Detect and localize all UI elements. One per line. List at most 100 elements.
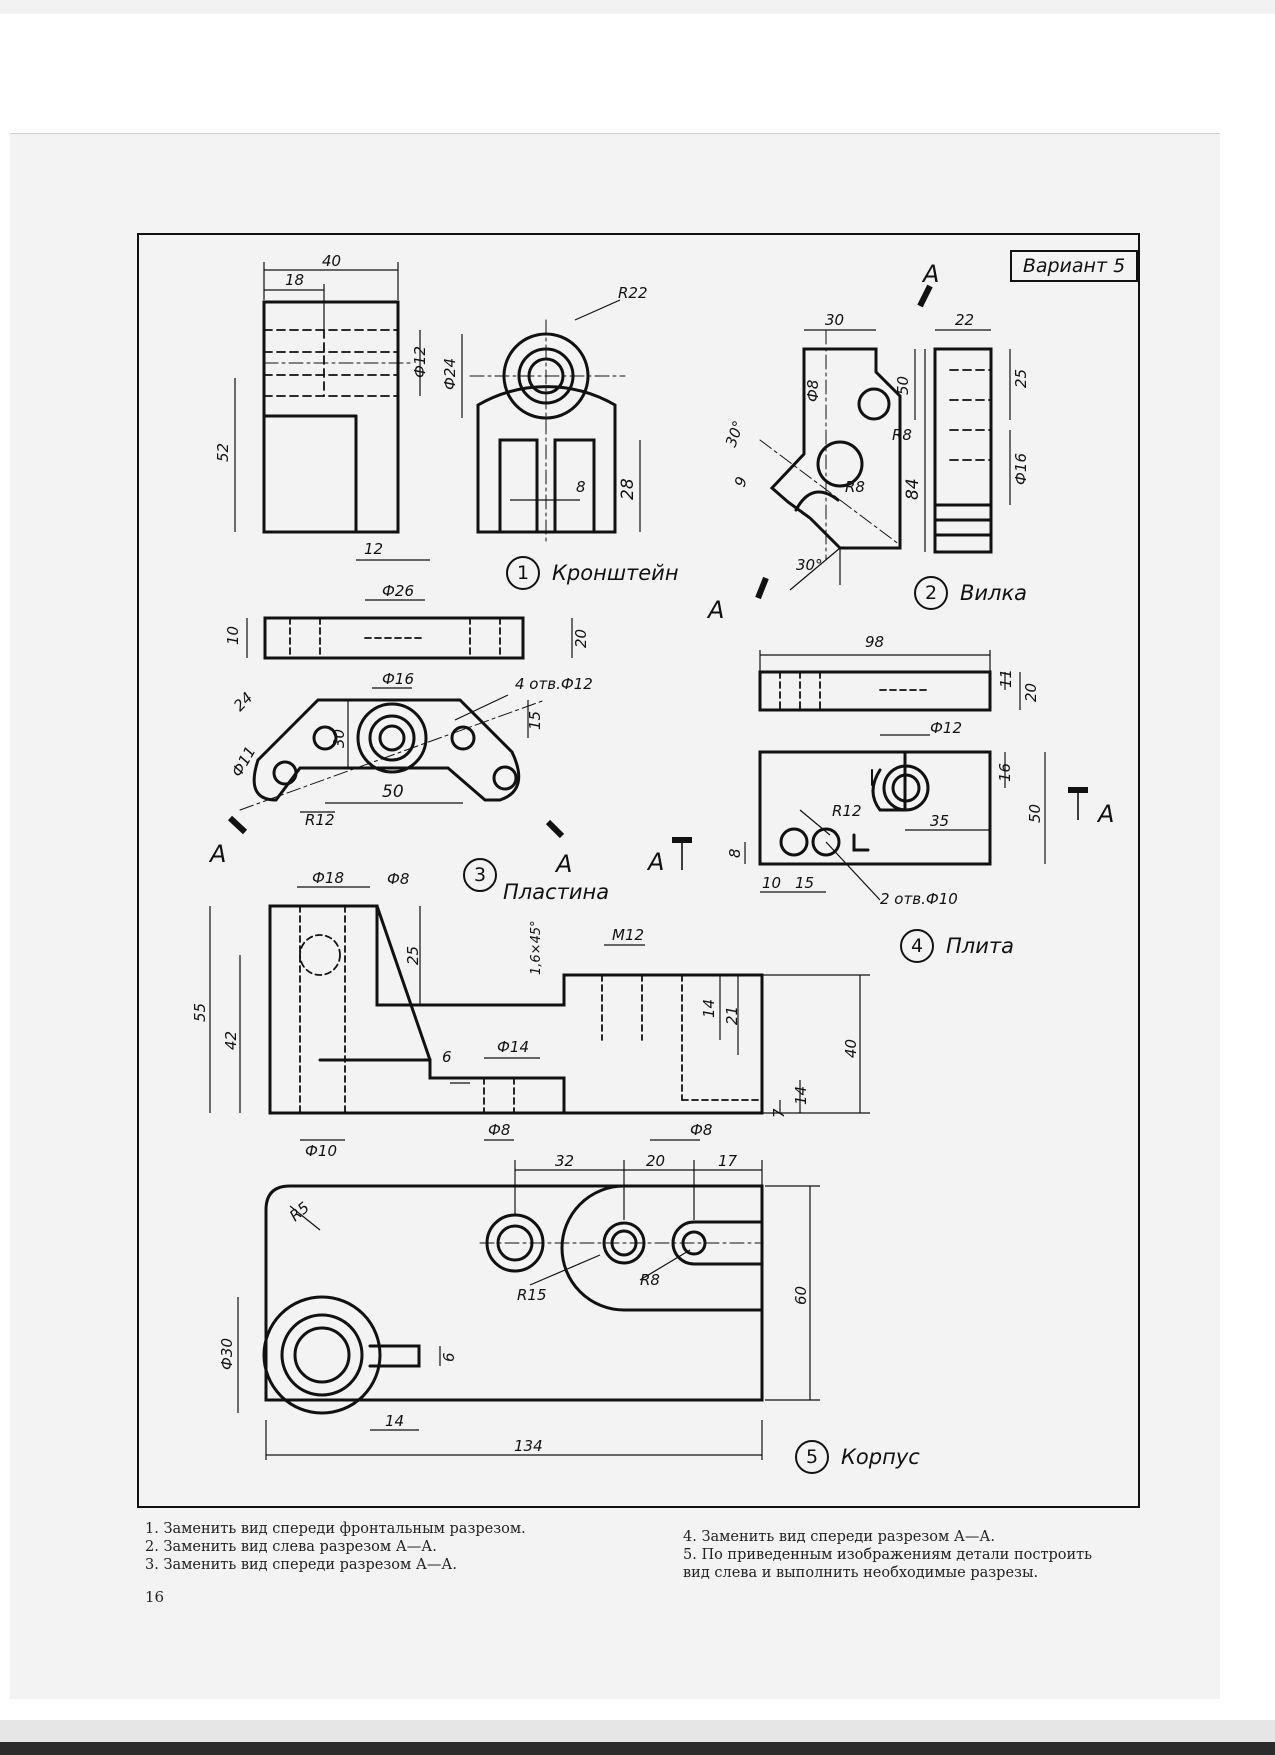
p2-dim-84: 84 [903,478,923,500]
page-number: 16 [145,1588,165,1606]
part3-top-view [263,616,525,660]
part4-top-view [758,670,992,712]
p5-dim-20: 20 [646,1152,665,1170]
p3-dim-d16: Ф16 [382,670,414,688]
p1-dim-8: 8 [576,478,586,496]
p1-dim-28: 28 [618,478,638,500]
p5-dim-14a: 14 [700,999,718,1018]
instruction-1: 1. Заменить вид спереди фронтальным разр… [145,1521,526,1537]
paper-sheet [10,133,1220,1699]
p4-dim-35: 35 [930,812,949,830]
part-label-5: 5 Корпус [795,1440,920,1474]
part-number-3: 3 [463,858,497,892]
instructions-left: 1. Заменить вид спереди фронтальным разр… [145,1520,526,1574]
p5-dim-21: 21 [723,1006,741,1025]
p5-dim-134: 134 [514,1437,543,1455]
p5-dim-chamfer: 1,6×45° [529,920,544,975]
p2-dim-r8b: R8 [845,478,865,496]
part-number-5: 5 [795,1440,829,1474]
p3-dim-24: 24 [230,689,256,715]
part-name-5: Корпус [841,1445,920,1469]
p4-section-letter-right: A [1096,800,1114,828]
part-name-3: Пластина [503,880,610,904]
p5-dim-40: 40 [842,1039,860,1058]
variant-label: Вариант 5 [1010,250,1138,282]
instruction-4: 4. Заменить вид спереди разрезом А—А. [683,1529,995,1545]
p2-dim-30deg: 30° [722,418,748,449]
part5-front-view [268,904,764,1115]
part-name-3-wrap: Пластина [503,880,609,904]
p2-dim-d8: Ф8 [804,380,822,402]
part1-front-view [262,300,411,534]
scan-bottom-dark-edge [0,1742,1275,1755]
p5-dim-d30: Ф30 [218,1338,236,1370]
instruction-5: 5. По приведенным изображениям детали по… [683,1547,1093,1563]
p5-dim-7: 7 [770,1108,788,1118]
part-number-1: 1 [506,556,540,590]
p1-dim-40: 40 [322,252,341,270]
p2-dim-50: 50 [894,376,912,395]
p1-dim-52: 52 [214,443,232,462]
p5-dim-42: 42 [222,1031,240,1050]
part4-front-view [758,750,992,866]
part-label-2: 2 Вилка [914,576,1027,610]
p3-dim-30: 30 [330,729,348,748]
part-name-1: Кронштейн [552,561,679,585]
p1-dim-18: 18 [285,271,304,289]
p2-section-letter-top: A [921,260,939,288]
part5-top-view [262,1184,764,1415]
p4-dim-10: 10 [762,874,781,892]
part-number-4: 4 [900,929,934,963]
part-label-1: 1 Кронштейн [506,556,679,590]
p5-dim-r8: R8 [640,1271,660,1289]
part-name-4: Плита [946,934,1014,958]
instructions-right: 4. Заменить вид спереди разрезом А—А. 5.… [683,1528,1092,1582]
p5-dim-d18: Ф18 [312,869,344,887]
p4-dim-15: 15 [795,874,814,892]
p5-dim-60: 60 [792,1286,810,1305]
p1-dim-d24: Ф24 [441,358,459,390]
p2-dim-30: 30 [825,311,844,329]
p3-dim-20: 20 [572,629,590,648]
p3-dim-10: 10 [224,626,242,645]
p3-dim-15: 15 [526,711,544,730]
p5-dim-m12: M12 [612,926,644,944]
p5-dim-d14: Ф14 [497,1038,529,1056]
p2-dim-30deg-b: 30° [796,556,823,574]
scan-top-edge [0,0,1275,14]
part1-side-view [469,319,626,546]
p4-dim-20: 20 [1022,683,1040,702]
p5-dim-r15: R15 [517,1286,547,1304]
p5-dim-32: 32 [555,1152,574,1170]
p1-dim-d12: Ф12 [411,346,429,378]
p5-dim-14: 14 [385,1412,404,1430]
p3-section-letter-right: A [554,850,572,878]
p4-dim-d12: Ф12 [930,719,962,737]
p1-dim-12: 12 [364,540,383,558]
drawing-frame [137,233,1140,1508]
p4-dim-r12: R12 [832,802,862,820]
p5-dim-17: 17 [718,1152,738,1170]
p3-dim-50: 50 [382,782,404,802]
part2-front-view [759,329,902,561]
instruction-5-cont: вид слева и выполнить необходимые разрез… [683,1565,1039,1581]
section-mark-p3-right [545,819,565,839]
p2-dim-d16: Ф16 [1012,453,1030,485]
p5-dim-55: 55 [191,1003,209,1022]
instruction-3: 3. Заменить вид спереди разрезом А—А. [145,1557,457,1573]
p4-dim-11: 11 [997,669,1015,688]
p3-dim-holes: 4 отв.Ф12 [515,675,593,693]
section-mark-p2-bottom [755,576,769,600]
p2-section-letter-bottom: A [706,596,724,624]
p2-dim-9: 9 [731,474,751,489]
part3-front-view [239,698,546,811]
p3-section-letter-left: A [208,840,226,868]
p2-dim-22: 22 [955,311,974,329]
p5-dim-6: 6 [442,1048,452,1066]
p5-dim-d8b: Ф8 [488,1121,510,1139]
p5-dim-d8a: Ф8 [387,870,409,888]
p5-dim-6b: 6 [440,1352,458,1362]
part2-side-view [933,347,993,554]
p3-dim-d26: Ф26 [382,582,414,600]
